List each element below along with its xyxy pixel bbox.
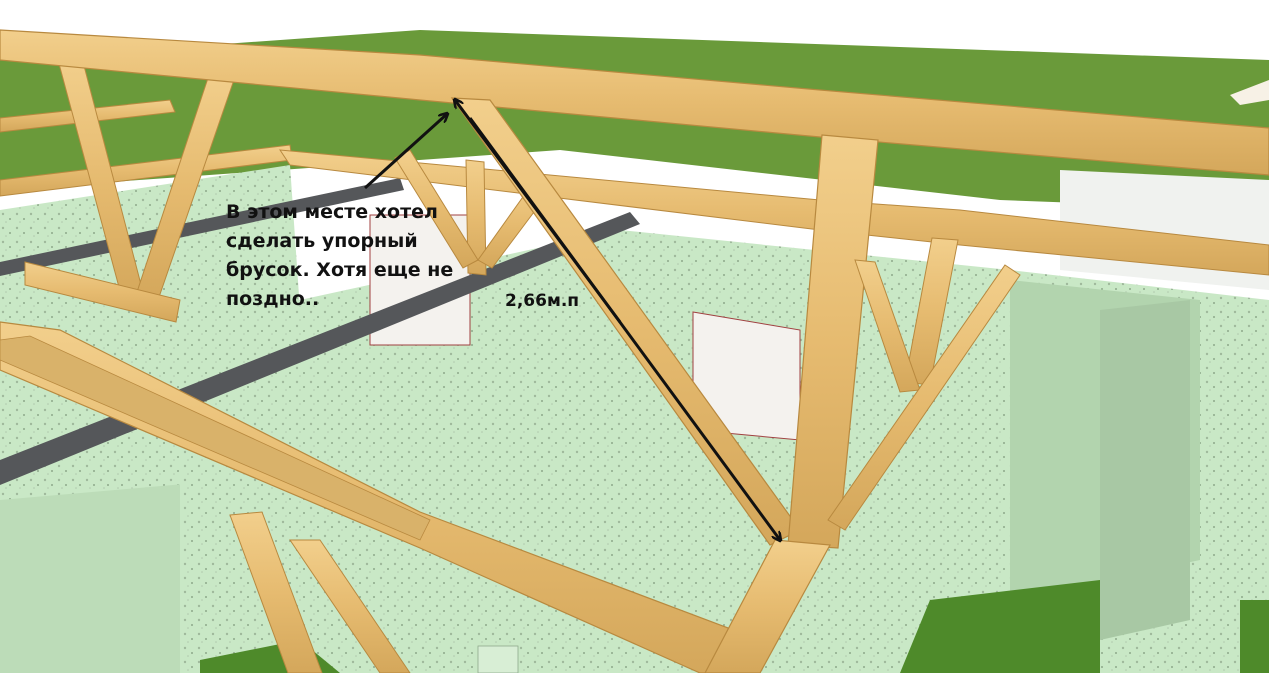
- truss-left-tie: [24, 261, 181, 323]
- front-wall-plate: [0, 335, 431, 541]
- top-chord: [0, 29, 1269, 176]
- main-vertical-post: [787, 134, 879, 549]
- annotation-line-3: брусок. Хотя еще не: [226, 259, 453, 281]
- wall-front-left: [0, 480, 230, 673]
- grass-patch-right: [900, 580, 1100, 673]
- wall-partition: [1100, 300, 1190, 640]
- front-diagonal-b: [289, 539, 411, 673]
- front-right-beam: [704, 539, 831, 673]
- right-brace-lower: [827, 264, 1021, 531]
- annotation-arrow: [363, 114, 447, 190]
- dimension-label: 2,66м.п: [505, 291, 579, 311]
- annotation-line-1: В этом месте хотел: [226, 201, 438, 223]
- roof-sheathing-edge: [1230, 80, 1269, 105]
- steel-beam-rear: [0, 178, 404, 276]
- grass-patch-far: [1240, 600, 1269, 673]
- annotation-line-4: поздно..: [226, 288, 319, 310]
- truss-rear-post: [465, 159, 487, 276]
- post-base-block: [477, 645, 519, 673]
- front-diagonal-a: [229, 511, 323, 673]
- annotation-line-2: сделать упорный: [226, 230, 418, 252]
- dimension-arrow-start: [455, 100, 622, 323]
